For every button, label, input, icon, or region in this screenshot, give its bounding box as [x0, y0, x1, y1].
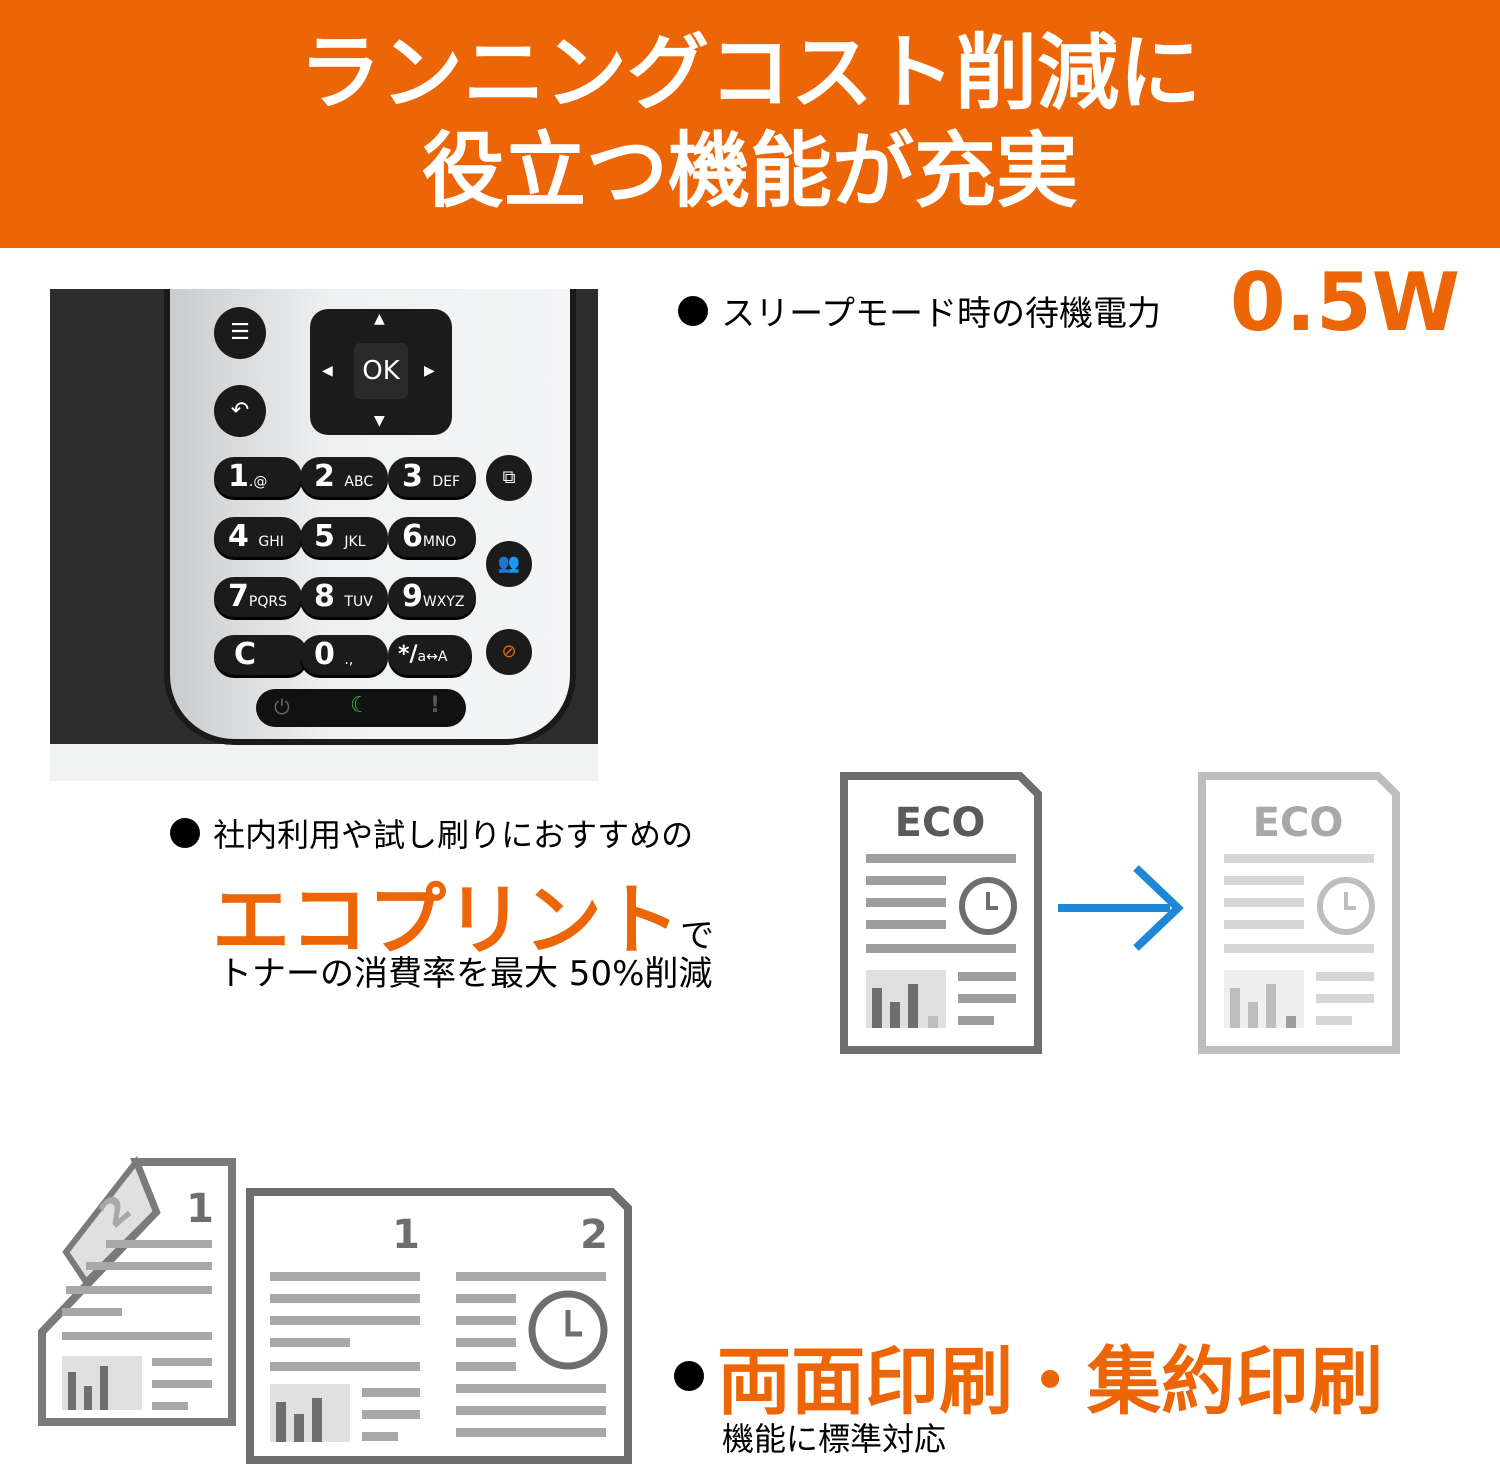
key-6: 6MNO: [388, 517, 476, 557]
sleep-moon-icon: ☾: [350, 693, 370, 718]
status-indicator-bar: ⏻ ☾ !: [256, 689, 466, 727]
key-9: 9WXYZ: [388, 577, 476, 617]
power-icon: ⏻: [274, 695, 290, 719]
duplex-sheet-icon: [38, 1156, 236, 1426]
eco-doc-after-label: ECO: [1253, 800, 1344, 846]
eco-doc-before-label: ECO: [895, 800, 986, 846]
sleep-power-label: スリープモード時の待機電力: [721, 294, 1162, 334]
eco-comparison-illustration: ECO ECO: [840, 772, 1400, 1054]
duplex-headline-line: 両面印刷・集約印刷: [674, 1322, 1383, 1429]
stop-key-icon: ⊘: [486, 629, 532, 675]
bullet-icon: [170, 818, 200, 848]
eco-suffix: で: [680, 916, 715, 956]
header-banner: ランニングコスト削減に 役立つ機能が充実: [0, 0, 1500, 248]
eco-doc-after-icon: [1198, 772, 1400, 1054]
key-7: 7PQRS: [214, 577, 302, 617]
user-key-icon: 👥: [486, 541, 532, 587]
eco-intro-line: 社内利用や試し刷りにおすすめの: [170, 810, 693, 856]
arrow-right-icon: [1058, 865, 1184, 951]
banner-title-line1: ランニングコスト削減に: [298, 26, 1201, 121]
eco-doc-before-icon: [840, 772, 1042, 1054]
nup-sheet-icon: [246, 1188, 632, 1464]
key-8: 8 TUV: [300, 577, 388, 617]
nup-page-1-number: 1: [392, 1212, 420, 1258]
key-3: 3 DEF: [388, 457, 476, 497]
key-clear: C: [214, 635, 308, 675]
banner-title-line2: 役立つ機能が充実: [421, 124, 1078, 219]
eco-headline-line: エコプリントで: [212, 858, 714, 970]
eco-intro: 社内利用や試し刷りにおすすめの: [213, 816, 694, 854]
duplex-headline: 両面印刷・集約印刷: [717, 1339, 1384, 1425]
key-5: 5 JKL: [300, 517, 388, 557]
dpad-icon: ▲ ▼ ◀ ▶ OK: [310, 309, 452, 435]
key-star: */a↔A: [388, 635, 472, 675]
printer-control-panel-image: ☰ ↶ ▲ ▼ ◀ ▶ OK 1.@ 2 ABC 3 DEF 4 GHI 5 J…: [50, 289, 598, 781]
copy-key-icon: ⧉: [486, 455, 532, 501]
ok-key-label: OK: [354, 343, 408, 399]
nup-page-2-number: 2: [580, 1212, 608, 1258]
sleep-power-line: スリープモード時の待機電力: [678, 286, 1161, 346]
alert-icon: !: [430, 693, 441, 718]
key-2: 2 ABC: [300, 457, 388, 497]
menu-key-icon: ☰: [214, 307, 266, 359]
sleep-power-value: 0.5W: [1230, 256, 1460, 349]
flip-front-number: 1: [186, 1186, 214, 1232]
duplex-sub: 機能に標準対応: [722, 1420, 947, 1458]
key-0: 0 .,: [300, 635, 388, 675]
bullet-icon: [674, 1360, 704, 1391]
eco-detail: トナーの消費率を最大 50%削減: [218, 954, 713, 994]
back-key-icon: ↶: [214, 385, 266, 437]
key-1: 1.@: [214, 457, 302, 497]
key-4: 4 GHI: [214, 517, 302, 557]
duplex-illustration: 1 2 1 2: [38, 1156, 632, 1464]
bullet-icon: [678, 295, 708, 326]
eco-headline: エコプリント: [212, 876, 681, 966]
